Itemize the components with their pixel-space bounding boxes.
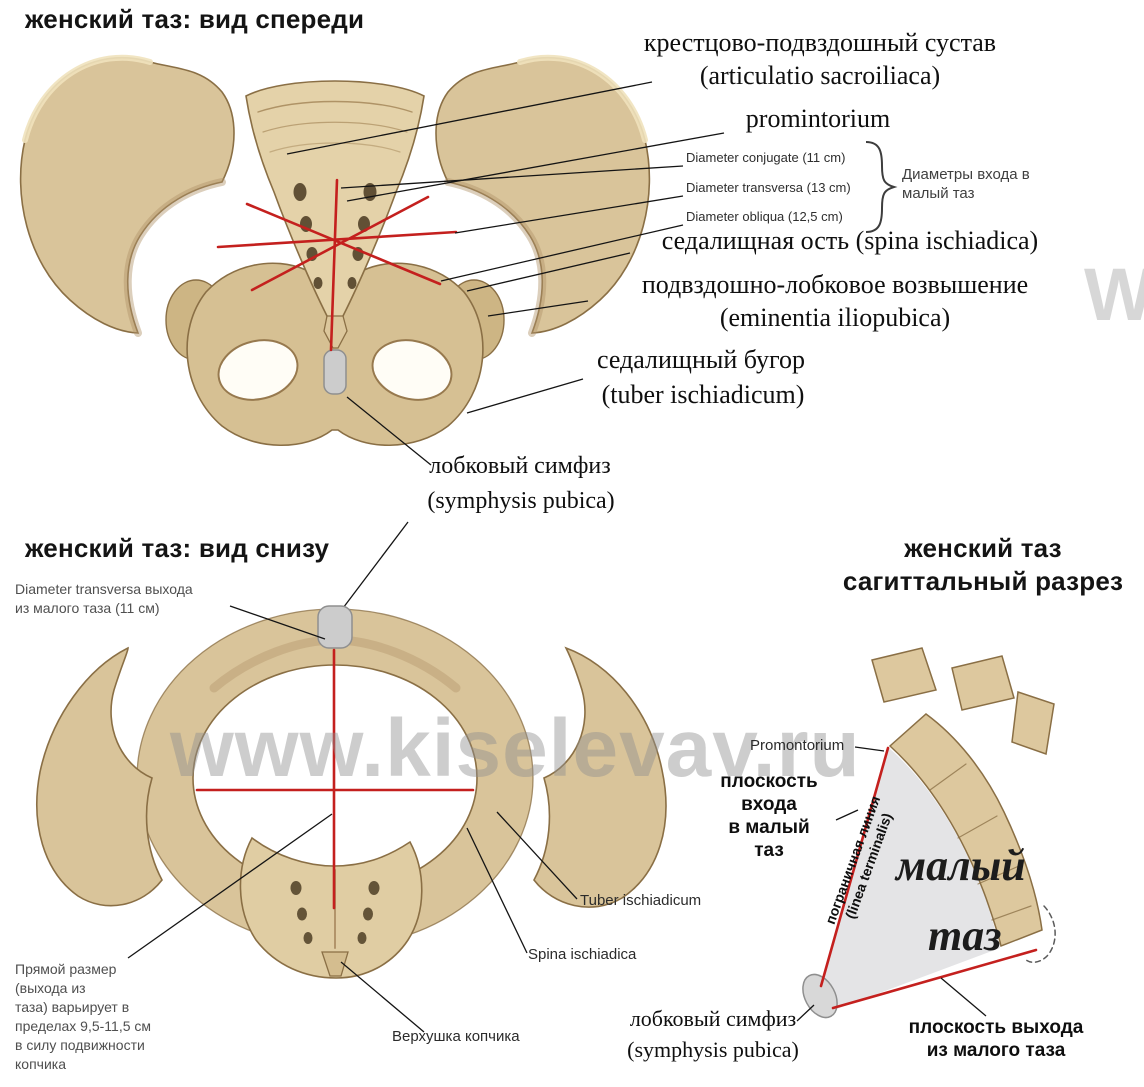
sagittal-view-title-line2: сагиттальный разрез (842, 566, 1124, 596)
left-wing-inferior (36, 646, 163, 907)
label-diameter-transversa-outlet-line1: Diameter transversa выхода (15, 581, 193, 597)
label-direct-size: Прямой размер (выхода из таза) варьирует… (15, 960, 151, 1074)
label-diameter-transversa-outlet: Diameter transversa выхода из малого таз… (15, 580, 193, 618)
label-lesser-pelvis-word2: таз (928, 911, 1002, 960)
sacrum-sagittal (888, 713, 1043, 948)
label-spina-ischiadica: Spina ischiadica (528, 946, 637, 963)
label-outlet-plane-line1: плоскость выхода (908, 1017, 1084, 1038)
pubic-symphysis-front (323, 349, 347, 395)
label-ischial-tuber-ru: седалищный бугор (596, 345, 805, 374)
front-view-title: женский таз: вид спереди (25, 4, 365, 34)
left-obturator-foramen (217, 339, 299, 401)
label-tuber-ischiadicum: Tuber ischiadicum (580, 892, 702, 909)
label-pubic-symphysis-ru: лобковый симфиз (429, 453, 611, 479)
inlet-diameters-brace (865, 141, 898, 233)
lumbar-fragment (951, 655, 1015, 711)
sacral-foramina-inferior (290, 881, 380, 944)
sagittal-view-pointer-lines (796, 746, 987, 1022)
label-ischial-tuber-la: (tuber ischiadicum) (601, 380, 805, 409)
label-diameter-transversa: Diameter transversa (13 cm) (686, 180, 851, 195)
label-direct-size-line4: пределах 9,5-11,5 см (15, 1018, 152, 1034)
sacral-foramina (293, 183, 377, 289)
label-inlet-plane-line2: входа (741, 794, 797, 815)
inferior-view-pointer-lines (127, 605, 578, 1033)
front-view-illustration (19, 54, 651, 447)
right-wing-inferior (533, 646, 667, 908)
coccyx (323, 315, 348, 349)
label-direct-size-line2: (выхода из (15, 980, 86, 996)
watermark-fragment: W (1084, 253, 1144, 336)
label-inlet-plane-line1: плоскость (720, 771, 818, 792)
label-iliopubic-la: (eminentia iliopubica) (719, 303, 951, 332)
pelvic-plane-lines (819, 746, 1038, 1010)
lesser-pelvis-cavity (819, 748, 1000, 1010)
label-diameter-obliqua: Diameter obliqua (12,5 cm) (686, 209, 843, 224)
front-view-pointer-lines (286, 81, 725, 617)
inferior-view-illustration (36, 605, 667, 979)
label-direct-size-line3: таза) варьирует в (15, 999, 130, 1015)
label-diameter-conjugata: Diameter conjugate (11 cm) (686, 150, 846, 165)
lumbar-fragment (871, 647, 937, 703)
label-inlet-plane: плоскость входа в малый таз (705, 770, 833, 862)
label-lesser-pelvis-word1: малый (896, 841, 1026, 890)
coccyx-dashed-outline (1023, 905, 1056, 963)
label-diameter-transversa-outlet-line2: из малого таза (11 см) (15, 600, 160, 616)
label-sacroiliac-ru: крестцово-подвздошный сустав (643, 28, 997, 57)
sagittal-view-title-line1: женский таз (904, 533, 1062, 563)
pubic-symphysis-inferior (317, 605, 353, 649)
label-inlet-diameters-line1: Диаметры входа в (902, 166, 1030, 183)
outlet-diameter-lines (195, 648, 475, 910)
label-inlet-diameters: Диаметры входа в малый таз (902, 165, 1030, 203)
inferior-view-title: женский таз: вид снизу (25, 533, 330, 563)
label-pubic-symphysis-la: (symphysis pubica) (427, 488, 615, 514)
label-ischial-spine: седалищная ость (spina ischiadica) (661, 226, 1039, 255)
sagittal-view-illustration (802, 647, 1056, 1019)
label-outlet-plane-line2: из малого таза (926, 1040, 1066, 1061)
label-outlet-plane: плоскость выхода из малого таза (898, 1016, 1094, 1062)
label-iliopubic-ru: подвздошно-лобковое возвышение (641, 270, 1029, 299)
inlet-diameter-lines (216, 178, 458, 352)
label-inlet-diameters-line2: малый таз (902, 185, 975, 202)
label-symphysis-sagittal-la: (symphysis pubica) (627, 1037, 799, 1062)
label-direct-size-line1: Прямой размер (15, 961, 117, 977)
watermark: www.kiselevav.ru (170, 703, 861, 794)
label-inlet-plane-line4: таз (754, 840, 784, 861)
iliac-fragment (1011, 690, 1055, 756)
label-coccyx-tip: Верхушка копчика (392, 1028, 520, 1045)
label-symphysis-sagittal-ru: лобковый симфиз (629, 1006, 797, 1031)
label-direct-size-line6: копчика (15, 1056, 66, 1072)
label-promontorium-sagittal: Promontorium (750, 737, 845, 754)
label-direct-size-line5: в силу подвижности (15, 1037, 145, 1053)
coccyx-tip-shape (321, 951, 349, 977)
label-promontorium-front: promintorium (745, 104, 891, 133)
label-inlet-plane-line3: в малый (728, 817, 810, 838)
sagittal-view-title: женский таз сагиттальный разрез (822, 532, 1144, 598)
right-obturator-foramen (371, 339, 453, 401)
label-sacroiliac-la: (articulatio sacroiliaca) (699, 61, 941, 90)
